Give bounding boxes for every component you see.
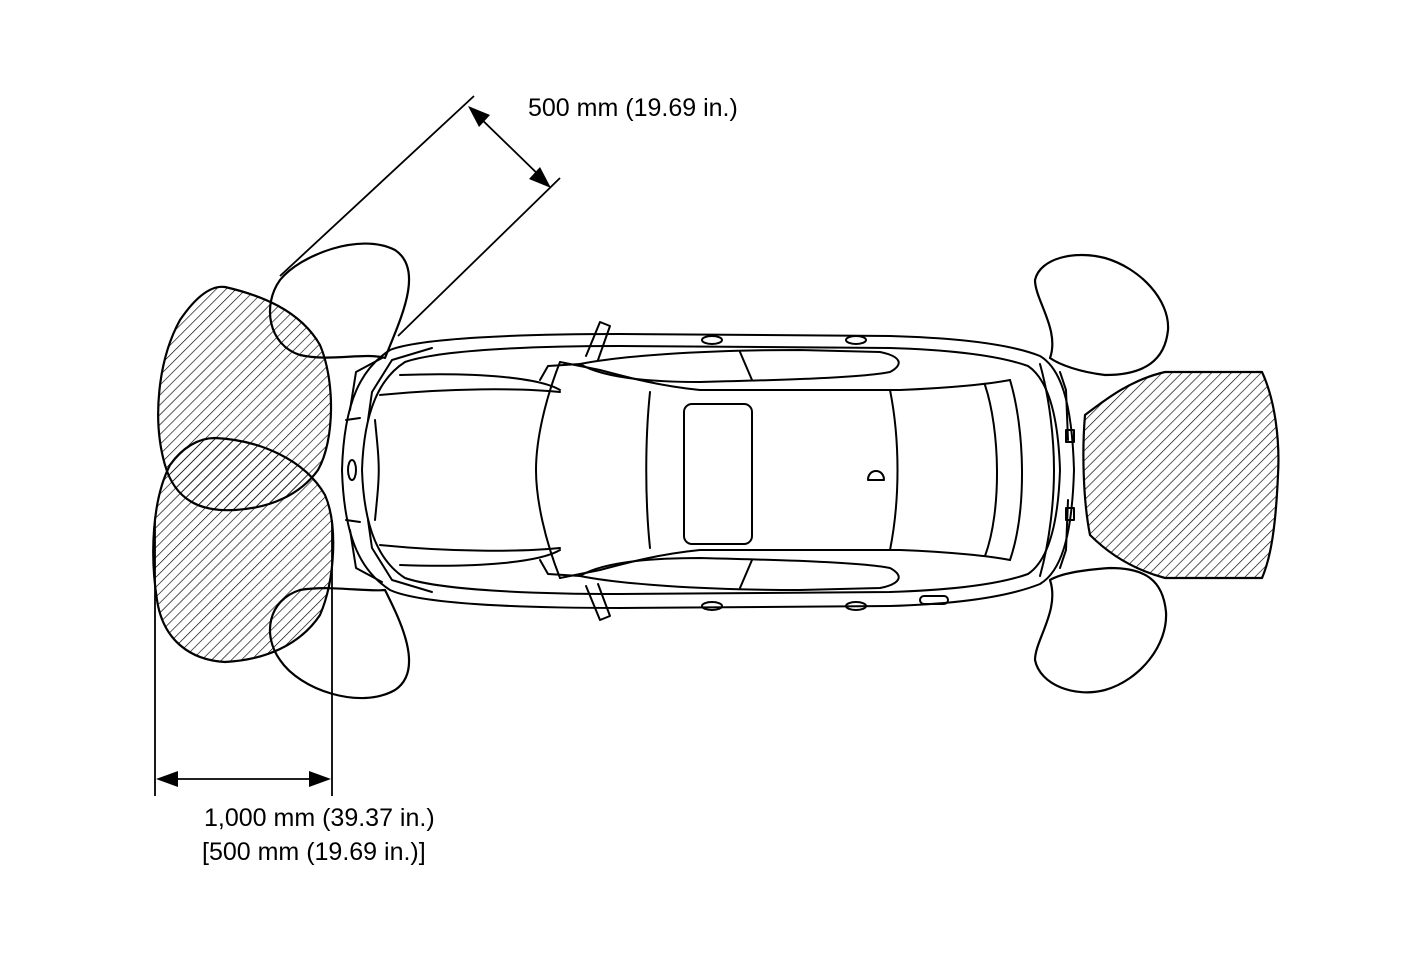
dimension-arrowhead (309, 771, 331, 787)
dimension-arrowhead (468, 106, 490, 127)
rear-corner-zone-lower (1033, 566, 1168, 694)
dimension-label-diagonal: 500 mm (19.69 in.) (528, 94, 738, 122)
dimension-diagonal (279, 95, 561, 337)
rear-corner-zone-upper (1033, 253, 1170, 377)
rear-center-zone (1082, 370, 1280, 580)
dimension-arrowhead (529, 167, 551, 188)
dimension-arrowhead (156, 771, 178, 787)
car-outline (341, 321, 1075, 621)
dimension-label-horizontal-alt: [500 mm (19.69 in.)] (202, 838, 426, 866)
dimension-horizontal (154, 520, 333, 796)
dimension-label-horizontal: 1,000 mm (39.37 in.) (204, 804, 435, 832)
front-center-zone-lower (152, 436, 335, 664)
